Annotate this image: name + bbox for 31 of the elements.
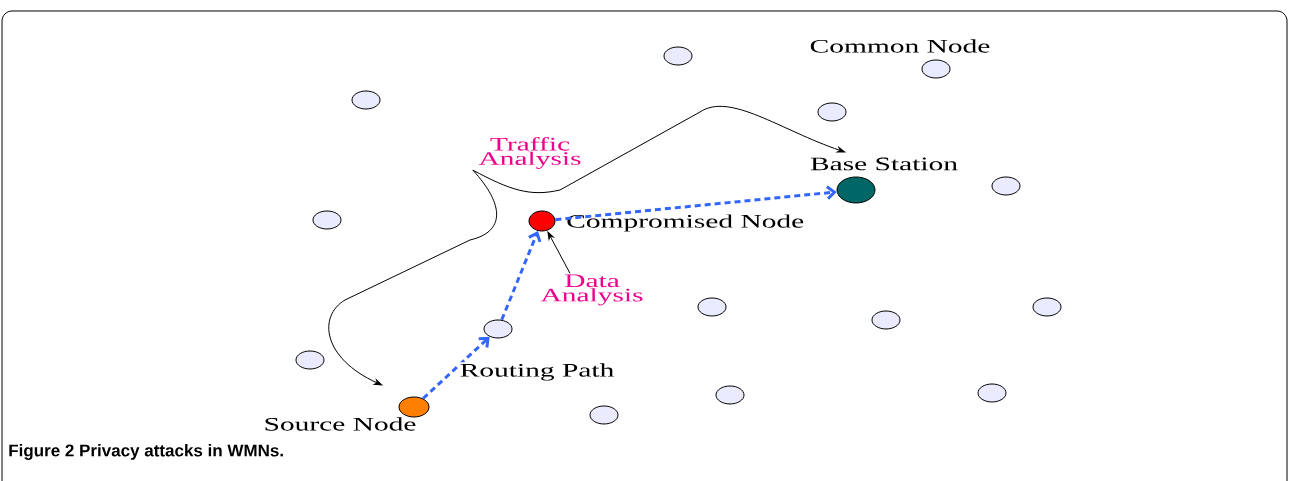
base-station-node	[836, 176, 876, 204]
node-label: Source Node	[265, 417, 416, 431]
common-node	[991, 176, 1021, 196]
arrow	[547, 231, 571, 274]
common-node	[589, 405, 619, 425]
common-node	[977, 383, 1007, 403]
common-node	[697, 297, 727, 317]
common-node	[1032, 297, 1062, 317]
compromised-node	[528, 210, 556, 232]
node-label: Compromised Node	[567, 214, 804, 232]
common-node	[483, 319, 513, 339]
common-node	[312, 210, 342, 230]
analysis-label: Data Analysis	[540, 274, 643, 306]
common-node	[295, 350, 325, 370]
source-node	[398, 396, 430, 418]
dotted-arrow	[555, 185, 837, 222]
common-node	[663, 46, 693, 66]
analysis-label: Traffic Analysis	[478, 137, 581, 169]
dotted-arrow	[500, 231, 542, 321]
node-label: Base Station	[810, 157, 958, 171]
common-node	[351, 90, 381, 110]
dotted-arrow	[422, 336, 490, 400]
edge-label: Routing Path	[458, 362, 616, 382]
common-node	[715, 385, 745, 405]
caption: Figure 2 Privacy attacks in WMNs.	[9, 444, 283, 460]
curved-arrow	[328, 169, 498, 386]
common-node	[817, 102, 847, 122]
common-node	[871, 310, 901, 330]
curved-arrow	[472, 105, 846, 194]
node-label: Common Node	[810, 39, 990, 53]
common-node	[921, 59, 951, 79]
